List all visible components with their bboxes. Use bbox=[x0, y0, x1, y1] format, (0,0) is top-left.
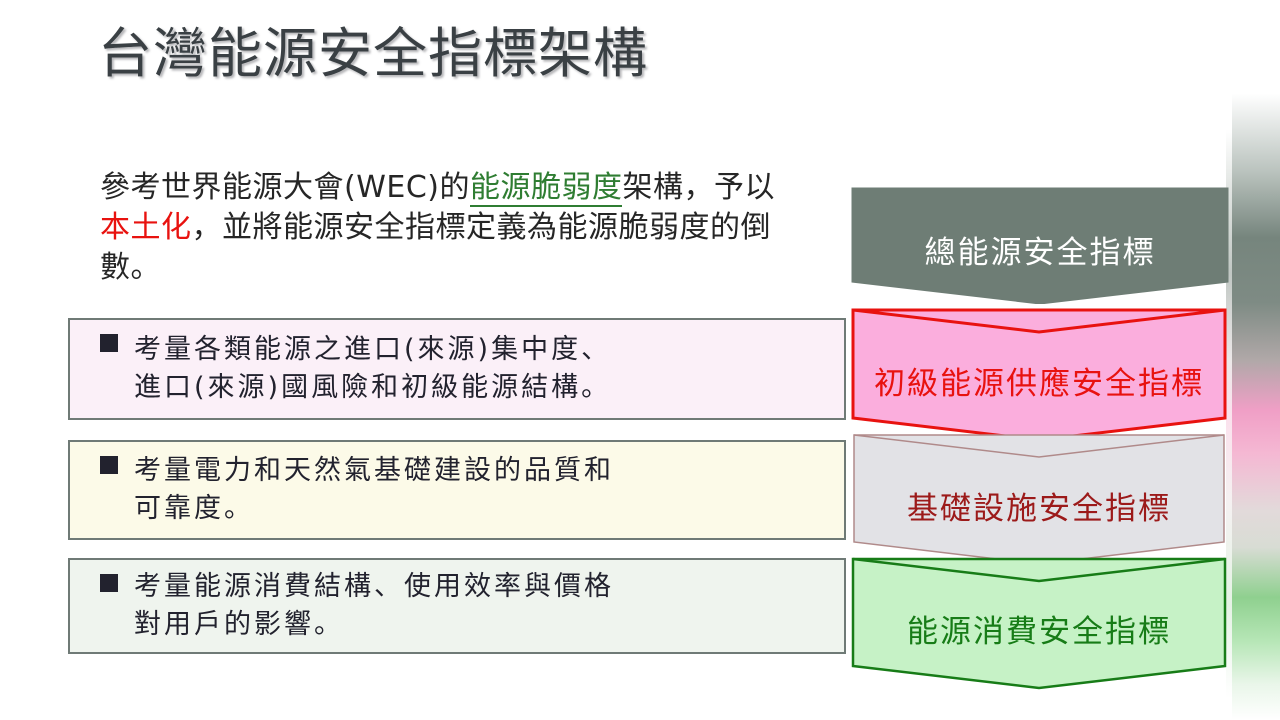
description-line-1: 考量各類能源之進口(來源)集中度、 bbox=[134, 333, 612, 365]
chevron-label: 初級能源供應安全指標 bbox=[874, 365, 1204, 402]
description-line-2: 進口(來源)國風險和初級能源結構。 bbox=[134, 372, 612, 403]
chevron-label: 總能源安全指標 bbox=[924, 234, 1156, 271]
description-box-primary-supply: 考量各類能源之進口(來源)集中度、 進口(來源)國風險和初級能源結構。 bbox=[68, 318, 846, 420]
description-box-infrastructure: 考量電力和天然氣基礎建設的品質和 可靠度。 bbox=[68, 440, 846, 540]
intro-text-part2: 架構，予以 bbox=[622, 170, 775, 205]
chevron-shape-icon bbox=[848, 186, 1232, 304]
chevron-infrastructure-security: 基礎設施安全指標 bbox=[848, 432, 1230, 564]
description-line-2: 對用戶的影響。 bbox=[134, 609, 344, 640]
chevron-shape-icon bbox=[848, 306, 1230, 440]
description-line-1: 考量電力和天然氣基礎建設的品質和 bbox=[134, 454, 614, 486]
intro-paragraph: 參考世界能源大會(WEC)的能源脆弱度架構，予以本土化，並將能源安全指標定義為能… bbox=[100, 168, 800, 289]
edge-strip-accent bbox=[1226, 0, 1232, 720]
description-text: 考量電力和天然氣基礎建設的品質和 可靠度。 bbox=[134, 452, 628, 529]
intro-text-part1: 參考世界能源大會(WEC)的 bbox=[100, 170, 470, 205]
chevron-shape-icon bbox=[848, 556, 1230, 690]
chevron-label: 能源消費安全指標 bbox=[907, 613, 1171, 650]
intro-highlight-localization: 本土化 bbox=[100, 210, 192, 246]
description-text: 考量各類能源之進口(來源)集中度、 進口(來源)國風險和初級能源結構。 bbox=[134, 331, 625, 408]
chevron-energy-consumption-security: 能源消費安全指標 bbox=[848, 556, 1230, 690]
square-bullet-icon bbox=[100, 334, 118, 352]
intro-text-part3: ，並將能源安全指標定義為能源脆弱度的倒數。 bbox=[100, 210, 771, 286]
chevron-primary-energy-supply-security: 初級能源供應安全指標 bbox=[848, 306, 1230, 440]
chevron-shape-icon bbox=[848, 432, 1230, 564]
description-box-consumption: 考量能源消費結構、使用效率與價格 對用戶的影響。 bbox=[68, 558, 846, 654]
edge-gradient-strip bbox=[1232, 0, 1280, 720]
page-title: 台灣能源安全指標架構 bbox=[98, 22, 648, 85]
chevron-label: 基礎設施安全指標 bbox=[907, 490, 1171, 527]
chevron-total-energy-security: 總能源安全指標 bbox=[848, 186, 1232, 304]
description-text: 考量能源消費結構、使用效率與價格 對用戶的影響。 bbox=[134, 568, 628, 645]
square-bullet-icon bbox=[100, 456, 118, 474]
intro-highlight-vulnerability: 能源脆弱度 bbox=[469, 170, 623, 207]
square-bullet-icon bbox=[100, 574, 118, 592]
description-line-1: 考量能源消費結構、使用效率與價格 bbox=[134, 570, 614, 602]
description-line-2: 可靠度。 bbox=[134, 493, 254, 524]
